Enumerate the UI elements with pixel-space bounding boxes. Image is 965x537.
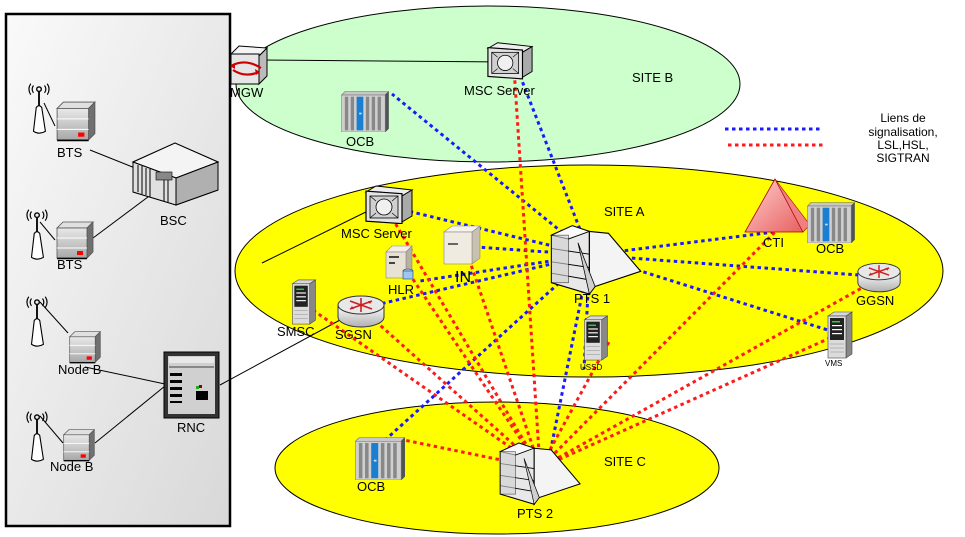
red-link xyxy=(539,278,877,470)
link-antenna-bts2 xyxy=(39,221,56,241)
bts-1-label: BTS xyxy=(57,145,83,160)
red-link xyxy=(402,265,542,469)
link-mgw-msc-b xyxy=(261,59,509,63)
site-c-label: SITE C xyxy=(604,454,646,469)
rnc-label: RNC xyxy=(177,420,205,435)
ggsn-icon[interactable] xyxy=(857,262,901,293)
bsc-label: BSC xyxy=(160,213,187,228)
link-rnc-sgsn xyxy=(219,319,341,386)
msc-server-b-icon[interactable] xyxy=(487,42,533,80)
bts-icon[interactable] xyxy=(56,221,94,260)
physical-links xyxy=(39,59,509,444)
bts-icon[interactable] xyxy=(56,101,96,142)
ggsn-label: GGSN xyxy=(856,293,894,308)
vms-label: VMS xyxy=(825,359,842,368)
ocb-b-icon[interactable] xyxy=(340,91,390,132)
smsc-label: SMSC xyxy=(277,324,315,339)
mgw-icon[interactable] xyxy=(229,44,269,86)
legend-line-4: SIGTRAN xyxy=(876,151,929,165)
ocb-b-label: OCB xyxy=(346,134,374,149)
nodeb-icon[interactable] xyxy=(63,429,95,462)
pts1-label: PTS 1 xyxy=(574,291,610,306)
rnc-icon[interactable] xyxy=(163,351,220,419)
in-label: IN xyxy=(455,269,471,286)
pts2-label: PTS 2 xyxy=(517,506,553,521)
blue-link xyxy=(391,92,591,257)
hlr-icon[interactable] xyxy=(385,245,414,280)
blue-link xyxy=(382,253,592,443)
red-link xyxy=(306,304,541,470)
smsc-icon[interactable] xyxy=(291,279,316,325)
mgw-label: MGW xyxy=(230,85,264,100)
legend: Liens de signalisation, LSL,HSL, SIGTRAN xyxy=(725,111,938,165)
msc-server-b-label: MSC Server xyxy=(464,83,535,98)
hlr-label: HLR xyxy=(388,282,414,297)
blue-link xyxy=(589,253,873,278)
site-c-area xyxy=(274,401,720,535)
msc-server-a-label: MSC Server xyxy=(341,226,412,241)
cti-icon[interactable] xyxy=(744,178,811,233)
link-bts1-bsc xyxy=(89,149,141,171)
nodeb-2-label: Node B xyxy=(50,459,93,474)
sgsn-label: SGSN xyxy=(335,327,372,342)
ocb-c-icon[interactable] xyxy=(354,437,406,480)
nodeb-icon[interactable] xyxy=(69,331,101,364)
sgsn-icon[interactable] xyxy=(337,295,385,328)
link-mgw-msc-a xyxy=(261,207,375,264)
bsc-icon[interactable] xyxy=(131,142,220,206)
bts-2-label: BTS xyxy=(57,257,83,272)
red-link xyxy=(538,339,612,469)
site-a-label: SITE A xyxy=(604,204,645,219)
access-network-panel xyxy=(4,12,232,528)
link-antenna-nodeb1 xyxy=(39,301,69,334)
nodeb-1-label: Node B xyxy=(58,362,101,377)
site-b-label: SITE B xyxy=(632,70,673,85)
ussd-icon[interactable] xyxy=(583,315,608,361)
link-antenna-bts1 xyxy=(43,102,56,127)
legend-line-3: LSL,HSL, xyxy=(877,138,928,152)
ocb-c-label: OCB xyxy=(357,479,385,494)
red-link xyxy=(371,316,541,470)
cti-label: CTI xyxy=(763,235,784,250)
link-nodeb2-rnc xyxy=(94,385,166,444)
vms-icon[interactable] xyxy=(827,311,853,359)
red-link xyxy=(464,249,542,469)
ocb-a-label: OCB xyxy=(816,241,844,256)
ocb-a-icon[interactable] xyxy=(806,202,856,243)
blue-link xyxy=(515,67,592,256)
link-antenna-nodeb2 xyxy=(39,415,64,444)
legend-line-1: Liens de xyxy=(880,111,926,125)
link-nodeb1-rnc xyxy=(84,366,166,385)
msc-server-a-icon[interactable] xyxy=(365,185,413,224)
legend-line-2: signalisation, xyxy=(868,125,937,139)
blue-link xyxy=(582,254,592,370)
in-icon[interactable] xyxy=(443,225,481,265)
ussd-label: USSD xyxy=(580,363,602,372)
